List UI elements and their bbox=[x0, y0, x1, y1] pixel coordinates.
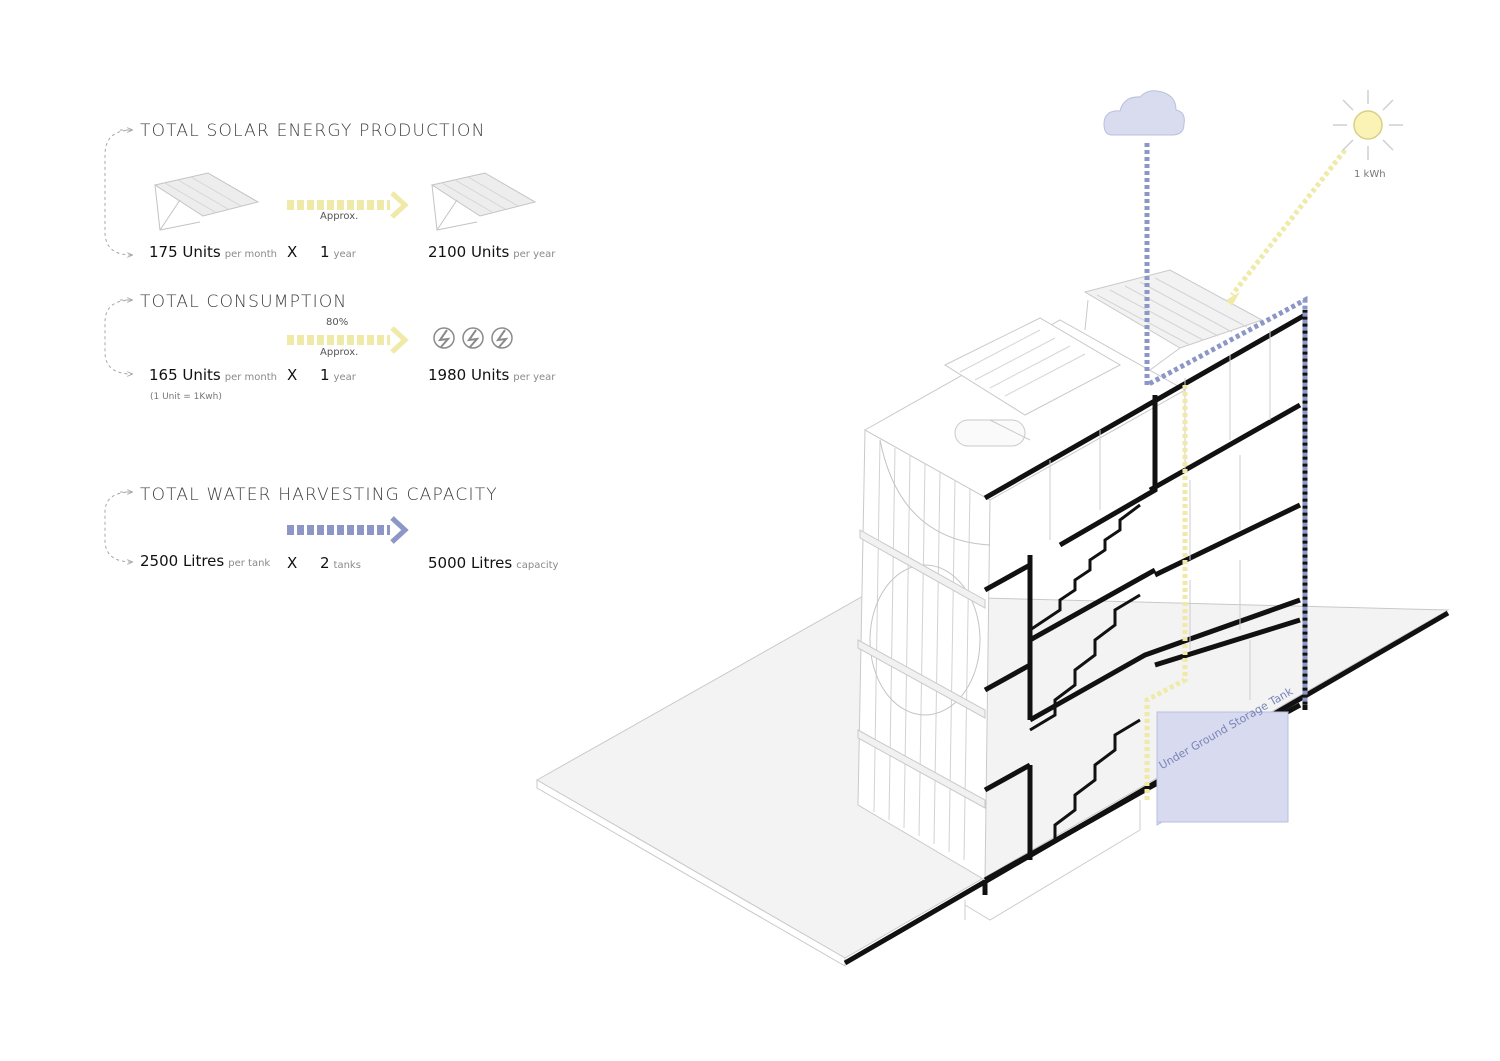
solar-flow-line bbox=[1144, 148, 1347, 800]
lightning-bolt-icon bbox=[433, 327, 455, 349]
water-multiplier: X bbox=[287, 554, 298, 572]
solar-arrow-head bbox=[1226, 292, 1240, 306]
underground-storage-tank bbox=[1156, 711, 1289, 826]
water-capacity-number: 5000 Litres bbox=[428, 554, 513, 572]
consumption-multiplier: X bbox=[287, 366, 298, 384]
lightning-bolt-icon bbox=[462, 327, 484, 349]
consumption-duration-unit: year bbox=[333, 372, 356, 383]
consumption-yearly-unit: per year bbox=[513, 372, 556, 383]
solar-monthly-unit: per month bbox=[224, 249, 277, 260]
solar-duration-number: 1 bbox=[320, 243, 330, 261]
water-tank-unit: per tank bbox=[228, 558, 271, 569]
consumption-yearly-number: 1980 Units bbox=[428, 366, 510, 384]
bracket-arrows bbox=[104, 130, 132, 562]
water-tank-count-number: 2 bbox=[320, 554, 330, 572]
water-flow-arrow bbox=[287, 516, 409, 544]
solar-heading: TOTAL SOLAR ENERGY PRODUCTION bbox=[140, 121, 486, 141]
water-capacity-unit: capacity bbox=[516, 560, 559, 571]
solar-multiplier: X bbox=[287, 243, 298, 261]
solar-yearly-unit: per year bbox=[513, 249, 556, 260]
water-flow-line bbox=[1144, 143, 1308, 705]
solar-monthly-number: 175 Units bbox=[149, 243, 221, 261]
sun-energy-label: 1 kWh bbox=[1354, 169, 1386, 180]
water-heading: TOTAL WATER HARVESTING CAPACITY bbox=[140, 485, 498, 505]
solar-duration-unit: year bbox=[333, 249, 356, 260]
solar-flow-arrow bbox=[287, 191, 409, 219]
consumption-heading: TOTAL CONSUMPTION bbox=[140, 292, 348, 312]
cloud-icon bbox=[1103, 90, 1185, 136]
consumption-approx-label: Approx. bbox=[320, 347, 359, 358]
solar-panel-icon bbox=[153, 172, 260, 231]
lightning-bolt-icon bbox=[491, 327, 513, 349]
consumption-percent: 80% bbox=[326, 317, 349, 328]
solar-approx-label: Approx. bbox=[320, 211, 359, 222]
water-tank-count-unit: tanks bbox=[333, 560, 361, 571]
roof-features bbox=[943, 269, 1264, 447]
solar-panel-icon bbox=[430, 172, 537, 231]
water-tank-number: 2500 Litres bbox=[140, 552, 225, 570]
consumption-monthly-unit: per month bbox=[224, 372, 277, 383]
sun-icon bbox=[1333, 90, 1403, 160]
solar-yearly-number: 2100 Units bbox=[428, 243, 510, 261]
ground-plate bbox=[535, 594, 1450, 967]
consumption-monthly-number: 165 Units bbox=[149, 366, 221, 384]
consumption-duration-number: 1 bbox=[320, 366, 330, 384]
consumption-unit-note: (1 Unit = 1Kwh) bbox=[150, 392, 222, 402]
consumption-flow-arrow bbox=[287, 326, 409, 354]
